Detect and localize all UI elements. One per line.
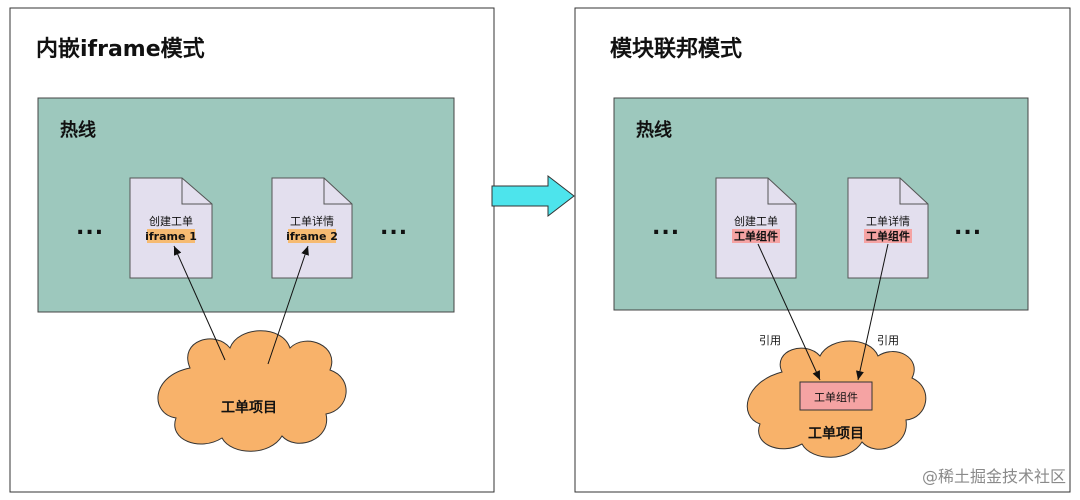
left-doc-detail-title: 工单详情 [290,214,334,228]
right-doc-detail: 工单详情 工单组件 [847,177,929,279]
right-arrow-create-ref [757,243,821,381]
shared-component-label: 工单组件 [814,390,858,404]
left-doc-detail: 工单详情 iframe 2 [271,177,353,279]
document-icon [847,177,929,279]
right-panel-title: 模块联邦模式 [610,37,742,62]
right-edge-label-right: 引用 [877,333,899,347]
left-panel: 内嵌iframe模式 热线 ... ... 创建工单 iframe 1 工单详情… [9,7,495,493]
right-doc-create-tag: 工单组件 [734,229,778,243]
left-doc-detail-tag-bg [288,229,336,243]
right-doc-detail-tag-bg [864,229,912,243]
document-fold [899,178,928,205]
right-region-label: 热线 [636,119,672,141]
left-region-label: 热线 [60,119,96,141]
right-cloud-label: 工单项目 [808,425,864,442]
document-fold [323,178,352,205]
right-doc-detail-title: 工单详情 [866,214,910,228]
watermark-text: @稀土掘金技术社区 [922,467,1066,486]
document-icon [715,177,797,279]
right-arrow-detail-ref [856,243,889,381]
right-ellipsis-right: ... [954,215,982,240]
right-region-box [613,97,1029,311]
left-arrow-to-detail [267,245,309,365]
left-doc-create-tag-bg [147,229,195,243]
left-doc-create-tag: iframe 1 [145,230,197,243]
right-edge-label-left: 引用 [759,333,781,347]
left-doc-create: 创建工单 iframe 1 [129,177,213,279]
left-ellipsis-left: ... [76,215,104,240]
left-panel-title: 内嵌iframe模式 [36,36,205,62]
document-icon [129,177,213,279]
left-cloud-label: 工单项目 [221,399,277,416]
left-arrow-to-create [173,245,226,361]
left-doc-detail-tag: iframe 2 [286,230,338,243]
right-doc-create: 创建工单 工单组件 [715,177,797,279]
right-doc-create-title: 创建工单 [734,214,778,228]
right-arrow-icon [491,174,575,218]
document-icon [271,177,353,279]
right-doc-create-tag-bg [732,229,780,243]
right-ellipsis-left: ... [652,215,680,240]
left-doc-create-title: 创建工单 [149,214,193,228]
document-fold [181,178,212,205]
left-ellipsis-right: ... [380,215,408,240]
right-panel: 模块联邦模式 热线 ... ... 创建工单 工单组件 工单详情 工单组件 工单… [574,7,1071,493]
left-cloud-project [157,330,347,452]
shared-component-box [799,381,873,411]
left-region-box [37,97,455,313]
right-doc-detail-tag: 工单组件 [866,229,910,243]
document-fold [767,178,796,205]
